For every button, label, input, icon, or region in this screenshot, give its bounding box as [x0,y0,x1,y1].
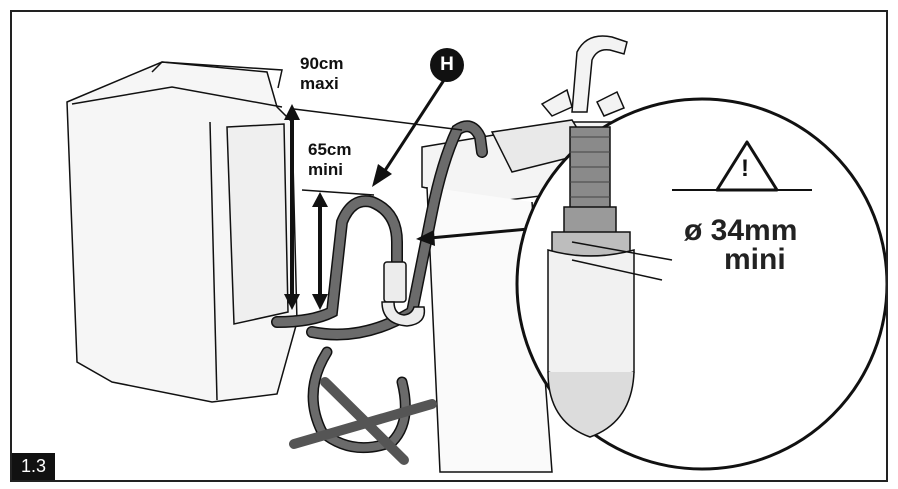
diameter-line-top [571,241,673,261]
height-90-arrow [284,104,300,310]
faucet [540,35,628,117]
warning-glyph: ! [741,155,749,182]
installation-drawing [66,35,886,473]
hook-pointer-arrow [372,79,446,187]
diameter-mini-label: mini [724,243,786,276]
incorrect-mark [289,377,437,465]
diameter-label: ø 34mm [684,214,798,247]
detail-circle [515,97,886,471]
label-mini: mini [308,160,343,179]
height-65-arrow [312,192,328,310]
figure-number: 1.3 [12,453,56,480]
washing-machine [66,61,298,403]
standpipe [381,261,426,327]
label-90cm: 90cm [300,54,344,73]
level-lines [293,108,463,196]
warning-icon [715,140,779,192]
diagram-frame: 90cm maxi 65cm mini H ! ø 34mm mini 1.3 [10,10,888,482]
label-65cm: 65cm [308,140,352,159]
diameter-line-bottom [571,259,663,281]
callout-h: H [430,48,464,82]
label-maxi: maxi [300,74,339,93]
